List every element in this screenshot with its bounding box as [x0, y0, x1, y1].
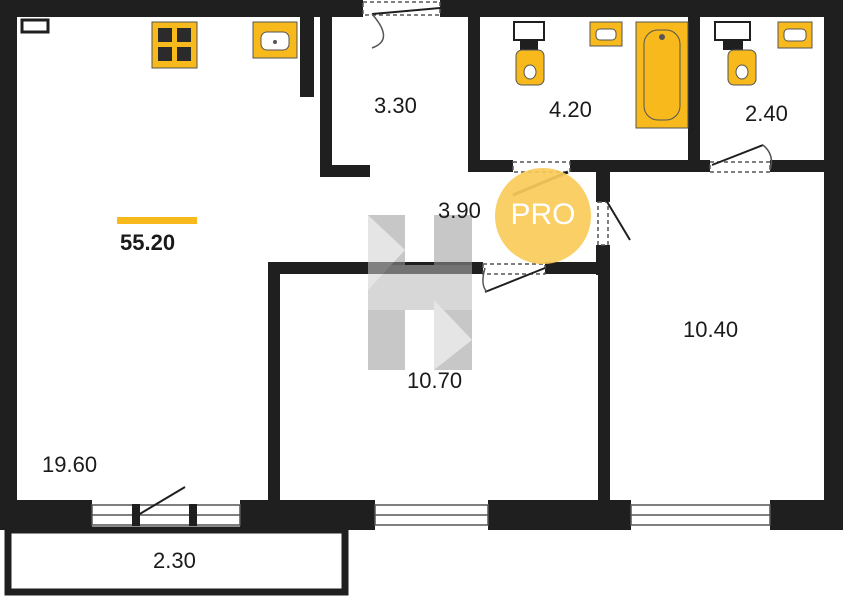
room-area-corridor: 3.90: [438, 198, 481, 223]
room-area-bath: 4.20: [549, 97, 592, 122]
room-area-bedroom2: 10.40: [683, 317, 739, 342]
balcony: [4, 526, 349, 596]
room-area-balcony: 2.30: [153, 548, 196, 573]
room-area-living: 19.60: [42, 452, 98, 477]
total-area: 55.20: [120, 230, 176, 255]
toilet-icon: [714, 21, 757, 86]
window-icon: [91, 504, 771, 526]
toilet-icon: [513, 21, 545, 86]
sink-icon: [589, 21, 623, 47]
pro-badge-text: PRO: [510, 198, 576, 231]
stove-icon: [151, 21, 198, 69]
watermark-logo: [368, 215, 472, 370]
pro-badge: PRO: [495, 168, 591, 264]
wall-niche: [20, 18, 50, 34]
sink-icon: [252, 21, 298, 59]
room-area-hall: 3.30: [374, 93, 417, 118]
bathtub-icon: [635, 21, 689, 129]
room-area-wc: 2.40: [745, 101, 788, 126]
room-area-bedroom1: 10.70: [407, 368, 463, 393]
sink-icon: [777, 21, 813, 49]
total-area-accent: [117, 217, 197, 224]
door-icon: [132, 486, 197, 526]
